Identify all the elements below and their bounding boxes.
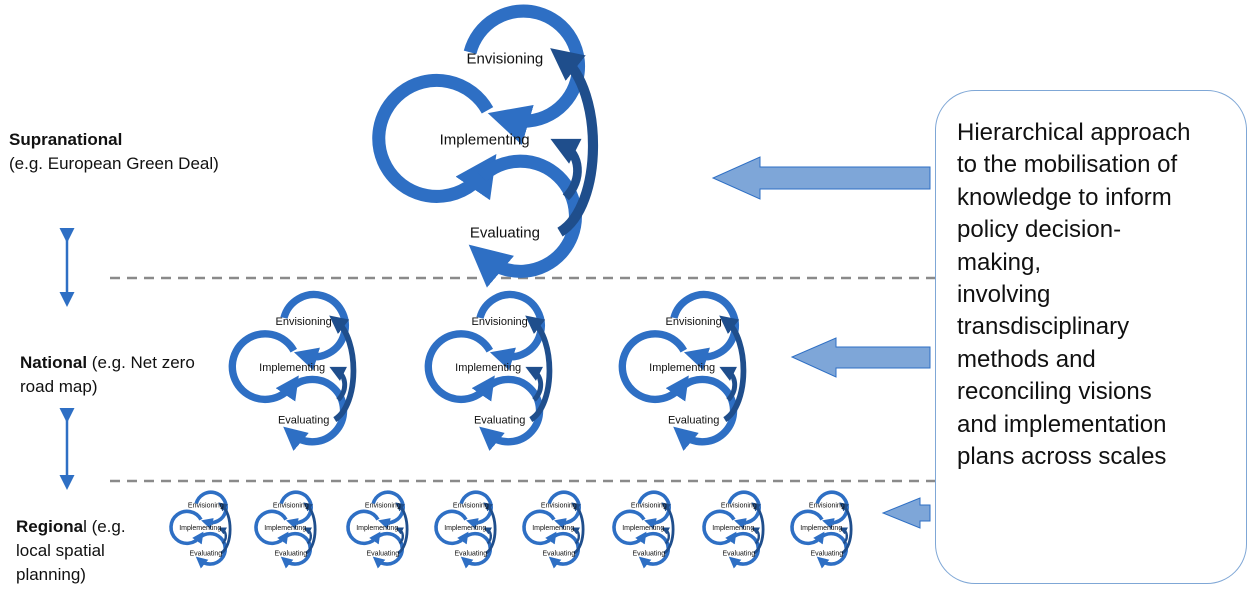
cycle-label-envisioning: Envisioning: [472, 316, 528, 328]
cycle-label-implementing: Implementing: [444, 525, 486, 532]
summary-box: [935, 90, 1247, 584]
cycle-label-envisioning: Envisioning: [276, 316, 332, 328]
cycle-label-evaluating: Evaluating: [632, 551, 665, 558]
cycle-label-evaluating: Evaluating: [810, 551, 843, 558]
level-label-regional-rest: l (e.g. local spatial planning): [16, 517, 126, 584]
level-label-regional-bold: Regiona: [16, 517, 84, 536]
level-label-national: National (e.g. Net zero road map): [20, 351, 200, 399]
cycle-label-envisioning: Envisioning: [721, 503, 757, 510]
cycle-label-envisioning: Envisioning: [666, 316, 722, 328]
cycle-label-envisioning: Envisioning: [188, 503, 224, 510]
level-label-supranational-rest: (e.g. European Green Deal): [9, 154, 219, 173]
level-label-national-rest: (e.g. Net zero road map): [20, 353, 195, 396]
cycle-label-evaluating: Evaluating: [470, 224, 540, 241]
cycle-label-evaluating: Evaluating: [542, 551, 575, 558]
cycle-label-evaluating: Evaluating: [274, 551, 307, 558]
cycle-label-envisioning: Envisioning: [631, 503, 667, 510]
cycle-label-implementing: Implementing: [440, 132, 530, 149]
cycle-label-implementing: Implementing: [800, 525, 842, 532]
cycle-label-implementing: Implementing: [455, 362, 521, 374]
cycle-label-evaluating: Evaluating: [668, 414, 719, 426]
cycle-label-evaluating: Evaluating: [454, 551, 487, 558]
cycle-label-envisioning: Envisioning: [467, 50, 544, 67]
level-label-supranational: Supranational (e.g. European Green Deal): [9, 128, 309, 176]
cycle-label-envisioning: Envisioning: [453, 503, 489, 510]
cycle-label-envisioning: Envisioning: [273, 503, 309, 510]
cycle-label-evaluating: Evaluating: [278, 414, 329, 426]
left-block-arrow-national: [790, 337, 931, 378]
cycle-label-implementing: Implementing: [712, 525, 754, 532]
cycle-label-evaluating: Evaluating: [474, 414, 525, 426]
left-block-arrow-supranational: [711, 156, 931, 200]
cycle-label-envisioning: Envisioning: [809, 503, 845, 510]
cycle-label-envisioning: Envisioning: [541, 503, 577, 510]
cycle-label-envisioning: Envisioning: [365, 503, 401, 510]
level-label-supranational-bold: Supranational: [9, 130, 123, 149]
cycle-label-implementing: Implementing: [259, 362, 325, 374]
cycle-label-implementing: Implementing: [649, 362, 715, 374]
level-label-regional: Regional (e.g. local spatial planning): [16, 515, 146, 587]
level-label-national-bold: National: [20, 353, 88, 372]
cycle-label-evaluating: Evaluating: [366, 551, 399, 558]
cycle-label-implementing: Implementing: [622, 525, 664, 532]
cycle-label-evaluating: Evaluating: [189, 551, 222, 558]
cycle-label-implementing: Implementing: [356, 525, 398, 532]
summary-text: Hierarchical approach to the mobilisatio…: [957, 119, 1191, 471]
cycle-label-implementing: Implementing: [264, 525, 306, 532]
cycle-label-implementing: Implementing: [179, 525, 221, 532]
left-block-arrow-regional: [881, 497, 931, 529]
cycle-label-implementing: Implementing: [532, 525, 574, 532]
cycle-label-evaluating: Evaluating: [722, 551, 755, 558]
